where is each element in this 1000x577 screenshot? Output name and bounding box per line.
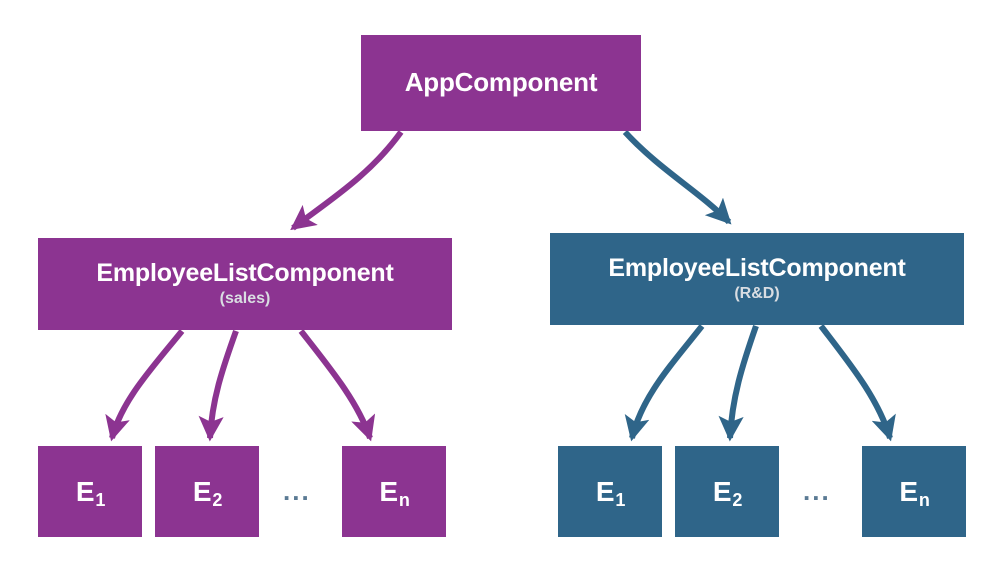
node-employee-list-rnd[interactable]: EmployeeListComponent (R&D) (550, 233, 964, 325)
node-employee-list-sales-subtitle: (sales) (219, 290, 271, 308)
node-employee-rnd-n-label: En (899, 475, 930, 510)
edge-app-to-rnd (622, 129, 732, 225)
edge-rnd-to-leaf-2 (718, 325, 759, 442)
node-employee-sales-2[interactable]: E2 (155, 446, 259, 537)
edge-app-to-sales (290, 130, 404, 231)
node-employee-sales-n[interactable]: En (342, 446, 446, 537)
edge-rnd-to-leaf-1 (624, 324, 705, 442)
node-employee-rnd-1[interactable]: E1 (558, 446, 662, 537)
node-employee-sales-1[interactable]: E1 (38, 446, 142, 537)
edge-sales-to-leaf-n (298, 329, 376, 442)
node-employee-list-sales-label: EmployeeListComponent (96, 258, 394, 287)
ellipsis-sales: ... (283, 476, 311, 506)
node-employee-sales-2-label: E2 (192, 475, 223, 510)
node-employee-rnd-1-label: E1 (595, 475, 626, 510)
node-employee-rnd-n[interactable]: En (862, 446, 966, 537)
node-employee-sales-n-label: En (379, 475, 410, 510)
node-employee-rnd-2[interactable]: E2 (675, 446, 779, 537)
node-employee-list-rnd-label: EmployeeListComponent (608, 253, 906, 282)
node-employee-list-rnd-subtitle: (R&D) (734, 285, 780, 303)
node-app-component-label: AppComponent (404, 67, 598, 98)
edge-sales-to-leaf-2 (198, 329, 239, 442)
node-employee-sales-1-label: E1 (75, 475, 106, 510)
node-employee-rnd-2-label: E2 (712, 475, 743, 510)
edge-sales-to-leaf-1 (105, 329, 185, 442)
node-employee-list-sales[interactable]: EmployeeListComponent (sales) (38, 238, 452, 330)
node-app-component[interactable]: AppComponent (361, 35, 641, 131)
edge-rnd-to-leaf-n (818, 324, 896, 442)
ellipsis-rnd: ... (803, 476, 831, 506)
